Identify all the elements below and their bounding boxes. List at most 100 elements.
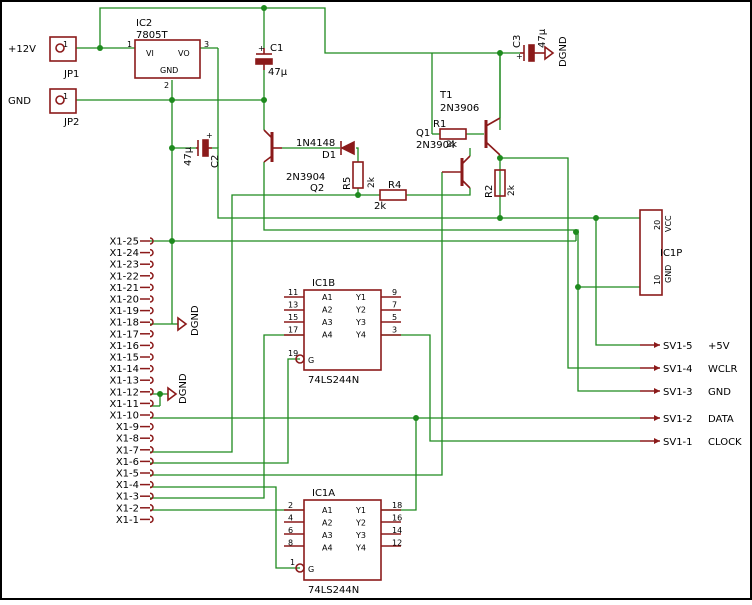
junction <box>575 284 581 290</box>
q1-collector <box>461 155 471 165</box>
r1-name-label: R1 <box>433 119 446 130</box>
ic1a-output-pin: 12 <box>392 539 402 548</box>
ic2-pin1: 1 <box>127 40 132 49</box>
ic2-vi-label: VI <box>146 49 154 58</box>
wires <box>76 7 640 569</box>
junction <box>355 192 361 198</box>
x1-pin-mark <box>149 341 154 350</box>
ic1a-input-pin: 2 <box>288 501 293 510</box>
ic1p-name-label: IC1P <box>660 248 682 259</box>
x1-pin-mark <box>149 399 154 408</box>
ic1p-power <box>639 209 663 296</box>
ic1b-output-name: Y2 <box>355 306 366 315</box>
sv1-net-label: CLOCK <box>708 437 742 448</box>
ic1a-output-name: Y2 <box>355 519 366 528</box>
wire-r5-r4 <box>357 188 380 196</box>
x1-pin-mark <box>149 434 154 442</box>
wire-5v-sv1-5 <box>595 218 640 346</box>
c3-plate-neg <box>528 44 535 62</box>
r4-value-label: 2k <box>374 201 386 212</box>
ic1b-output-name: Y1 <box>355 293 366 302</box>
wire-x16 <box>150 194 358 453</box>
sv1-net-label: DATA <box>708 414 734 425</box>
ic1a-input-pin: 8 <box>288 539 293 548</box>
ic1b-output-pin: 9 <box>392 288 397 297</box>
t1-emitter <box>485 117 501 127</box>
ic1p-gnd-label: GND <box>664 265 673 283</box>
ic2-vo-label: VO <box>178 49 190 58</box>
jp1-net-label: +12V <box>8 44 36 55</box>
c3-name-label: C3 <box>512 35 523 48</box>
x1-pin-mark <box>149 283 154 292</box>
c3-plus: + <box>516 52 523 61</box>
x1-pin-label: X1-23 <box>109 260 139 271</box>
sv1-pin-mark <box>654 415 660 421</box>
jp1-pin-number: 1 <box>63 40 68 49</box>
junction <box>497 215 503 221</box>
wire-clock <box>381 334 640 442</box>
wire-d1-r5 <box>356 147 359 162</box>
x1-pin-label: X1-16 <box>109 341 139 352</box>
q1-name-label: Q1 <box>416 128 430 139</box>
x1-pin-mark <box>149 480 154 489</box>
x1-pin-label: X1-15 <box>109 353 139 364</box>
ic2-gnd-label: GND <box>160 66 178 75</box>
ic1a-g-bubble <box>295 563 305 573</box>
c2-name-label: C2 <box>210 155 221 168</box>
t1-name-label: T1 <box>439 90 452 101</box>
x1-pin-label: X1-4 <box>116 480 139 491</box>
ic1b-input-pin: 11 <box>288 288 298 297</box>
ic1b-name-label: IC1B <box>312 278 335 289</box>
x1-pin-mark <box>149 237 154 245</box>
sv1-net-label: GND <box>708 387 731 398</box>
sv1-pin-label: SV1-4 <box>663 364 693 375</box>
x1-pin-label: X1-10 <box>109 411 139 422</box>
ic2-pin2: 2 <box>164 81 169 90</box>
ic1a-output-name: Y3 <box>355 531 366 540</box>
jp2-pin-number: 1 <box>63 92 68 101</box>
d1-name-label: D1 <box>322 150 336 161</box>
ic1a-output-name: Y4 <box>355 544 366 553</box>
ic1a-output-pin: 16 <box>392 514 402 523</box>
x1-pin-mark <box>149 422 154 431</box>
junction <box>97 45 103 51</box>
wire-x14 <box>150 486 300 569</box>
dgnd-symbol-x118 <box>177 316 188 332</box>
ic1a-output-name: Y1 <box>355 506 366 515</box>
wire-x15 <box>150 172 443 476</box>
ic1b-g-bubble <box>295 354 305 364</box>
q2-name-label: Q2 <box>310 183 324 194</box>
x1-pin-mark <box>149 318 154 326</box>
q1-value-label: 2N3904 <box>416 140 455 151</box>
sv1-net-label: WCLR <box>708 364 737 375</box>
junction <box>261 97 267 103</box>
x1-pin-label: X1-1 <box>116 515 139 526</box>
x1-pin-mark <box>149 446 154 454</box>
q2-collector <box>263 155 273 163</box>
sv1-net-label: +5V <box>708 341 730 352</box>
x1-pin-mark <box>149 504 154 512</box>
jp2-connector <box>49 88 77 114</box>
r2-value-label: 2k <box>507 184 517 196</box>
x1-pin-label: X1-13 <box>109 376 139 387</box>
c1-plate-neg <box>255 58 273 65</box>
r4-resistor <box>379 189 407 201</box>
ic2-name-label: IC2 <box>136 18 152 29</box>
jp1-connector <box>49 36 77 62</box>
wire-gnd-sv1-3 <box>263 162 640 392</box>
jp2-pin <box>55 95 65 105</box>
x1-pin-label: X1-2 <box>116 503 139 514</box>
dgnd-symbol-x112 <box>167 386 178 402</box>
ic1b-output-name: Y3 <box>355 318 366 327</box>
x1-pin-label: X1-8 <box>116 434 139 445</box>
c1-value-label: 47µ <box>268 67 288 78</box>
c1-plus: + <box>258 44 265 53</box>
x1-pin-label: X1-24 <box>109 248 139 259</box>
ic1b-g-pin: 19 <box>288 349 298 358</box>
ic1p-pin20: 20 <box>653 220 662 230</box>
ic1b-output-pin: 3 <box>392 326 397 335</box>
x1-pin-mark <box>149 272 154 280</box>
